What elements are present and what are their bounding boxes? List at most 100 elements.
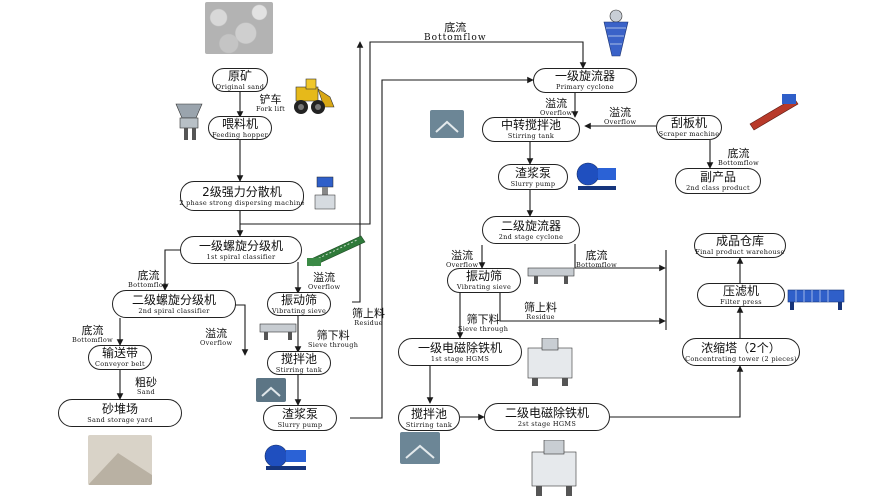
label-en: Overflow (200, 339, 233, 347)
node-en: 2 phase strong dispersing machine (179, 198, 305, 207)
stirrer-icon (256, 378, 286, 402)
node-slurry-pump-1: 渣浆泵 Slurry pump (263, 405, 337, 431)
node-en: 1st stage HGMS (430, 354, 490, 363)
node-cn: 原矿 (227, 68, 252, 83)
node-stirring-tank-mid: 中转搅拌池 Stirring tank (482, 117, 580, 142)
node-final-warehouse: 成品仓库 Final product warehouse (694, 233, 786, 258)
node-cn: 二级旋流器 (500, 218, 561, 233)
node-en: 2nd stage cyclone (498, 232, 564, 241)
node-filter-press: 压滤机 Filter press (697, 283, 785, 307)
label-residue-1: 筛上料 Residue (352, 308, 385, 327)
label-en: Overflow (308, 283, 341, 291)
label-bottomflow-c2: 底流 Bottomflow (576, 250, 617, 269)
node-en: Stirring tank (507, 132, 555, 141)
label-overflow-s1: 溢流 Overflow (308, 272, 340, 291)
node-en: Vibrating sieve (271, 306, 327, 315)
label-cn: 底流 (585, 249, 608, 262)
node-cn: 2级强力分散机 (202, 184, 282, 199)
node-spiral-classifier-1: 一级螺旋分级机 1st spiral classifier (180, 236, 302, 264)
hgms-icon (531, 440, 577, 496)
label-en: Overflow (604, 118, 637, 126)
node-cyclone-2: 二级旋流器 2nd stage cyclone (482, 216, 580, 244)
node-slurry-pump-2: 渣浆泵 Slurry pump (498, 164, 568, 190)
node-stirring-tank-1: 搅拌池 Stirring tank (267, 351, 331, 375)
node-en: Slurry pump (277, 420, 323, 429)
node-feeding-hopper: 喂料机 Feeding hopper (208, 116, 272, 140)
node-stirring-tank-2: 搅拌池 Stirring tank (398, 405, 460, 431)
node-primary-cyclone: 一级旋流器 Primary cyclone (533, 68, 637, 93)
node-cn: 一级旋流器 (554, 69, 615, 84)
arrow-bottomflow-to-primary-cyclone (240, 41, 587, 225)
node-cn: 中转搅拌池 (500, 118, 561, 133)
label-bottomflow-s2: 底流 Bottomflow (72, 325, 113, 344)
node-en: Original sand (215, 82, 265, 91)
label-en: Bottomflow (72, 336, 113, 344)
label-sieve-through-1: 筛下料 Sieve through (308, 330, 358, 349)
disperser-icon (314, 176, 336, 210)
node-cn: 浓缩塔（2个） (701, 340, 781, 355)
cyclone-icon (603, 9, 629, 57)
label-cn: 溢流 (313, 271, 336, 284)
sieve-icon (259, 323, 297, 340)
label-en: Sieve through (308, 341, 359, 349)
node-en: Slurry pump (510, 179, 556, 188)
label-en: Bottomflow (128, 281, 169, 289)
node-en: Final product warehouse (695, 248, 785, 257)
label-overflow-pc: 溢流 Overflow (540, 98, 572, 117)
node-cn: 一级螺旋分级机 (198, 238, 283, 253)
label-cn: 底流 (81, 324, 104, 337)
node-cn: 压滤机 (722, 283, 759, 298)
label-cn: 底流 (137, 269, 160, 282)
node-cn: 渣浆泵 (281, 406, 318, 421)
node-en: Filter press (720, 297, 762, 306)
label-cn: 筛上料 (524, 301, 557, 314)
label-en: Bottomflow (718, 159, 759, 167)
node-vibrating-sieve-2: 振动筛 Vibrating sieve (447, 268, 521, 293)
node-en: Scraper machine (658, 130, 720, 139)
label-en: Overflow (446, 261, 479, 269)
label-cn: 粗砂 (135, 376, 157, 389)
label-cn: 筛上料 (352, 307, 385, 320)
stirrer-icon (400, 432, 440, 464)
label-en: Residue (354, 319, 383, 327)
node-cn: 渣浆泵 (514, 165, 551, 180)
sieve-icon (527, 267, 575, 284)
rock-photo-icon (205, 2, 273, 54)
hopper-icon (175, 103, 203, 140)
label-cn: 溢流 (545, 97, 568, 110)
label-overflow-s2: 溢流 Overflow (200, 328, 232, 347)
node-en: 1st spiral classifier (206, 252, 276, 261)
node-spiral-classifier-2: 二级螺旋分级机 2nd spiral classifier (112, 290, 236, 318)
node-cn: 搅拌池 (410, 406, 447, 421)
node-en: Concentrating tower (2 pieces) (685, 354, 797, 363)
node-cn: 振动筛 (465, 269, 502, 284)
label-en: Bottomflow (576, 261, 617, 269)
node-concentrating-tower: 浓缩塔（2个） Concentrating tower (2 pieces) (682, 338, 800, 366)
label-en: Residue (526, 313, 555, 321)
node-cn: 输送带 (101, 346, 138, 361)
label-cn: 溢流 (451, 249, 474, 262)
label-cn: 铲车 (259, 93, 282, 106)
node-en: 2st stage HGMS (517, 419, 577, 428)
slurry-pump-icon (576, 162, 616, 190)
arrow-spiral1-to-spiral2 (161, 249, 182, 291)
node-en: Conveyor belt (95, 360, 145, 369)
slurry-pump-icon (264, 444, 306, 470)
label-en: Sand (137, 388, 155, 396)
node-en: Sand storage yard (87, 415, 153, 424)
label-cn: 底流 (727, 147, 750, 160)
node-scraper-machine: 刮板机 Scraper machine (656, 115, 722, 140)
label-forklift: 铲车 Fork lift (256, 94, 285, 113)
label-bottomflow-scraper: 底流 Bottomflow (718, 148, 759, 167)
label-cn: 筛下料 (466, 313, 500, 326)
node-en: 2nd class product (686, 183, 750, 192)
label-sieve-through-2: 筛下料 Sieve through (458, 314, 508, 333)
label-en: Overflow (540, 109, 573, 117)
label-residue-2: 筛上料 Residue (524, 302, 557, 321)
node-raw-sand: 原矿 Original sand (212, 68, 268, 92)
node-en: Primary cyclone (556, 83, 614, 92)
arrow-hgms2-to-tower (610, 365, 744, 418)
arrow-cyclone2-bottomflow (574, 244, 666, 272)
label-en: Bottomflow (424, 33, 487, 43)
node-en: 2nd spiral classifier (138, 306, 210, 315)
